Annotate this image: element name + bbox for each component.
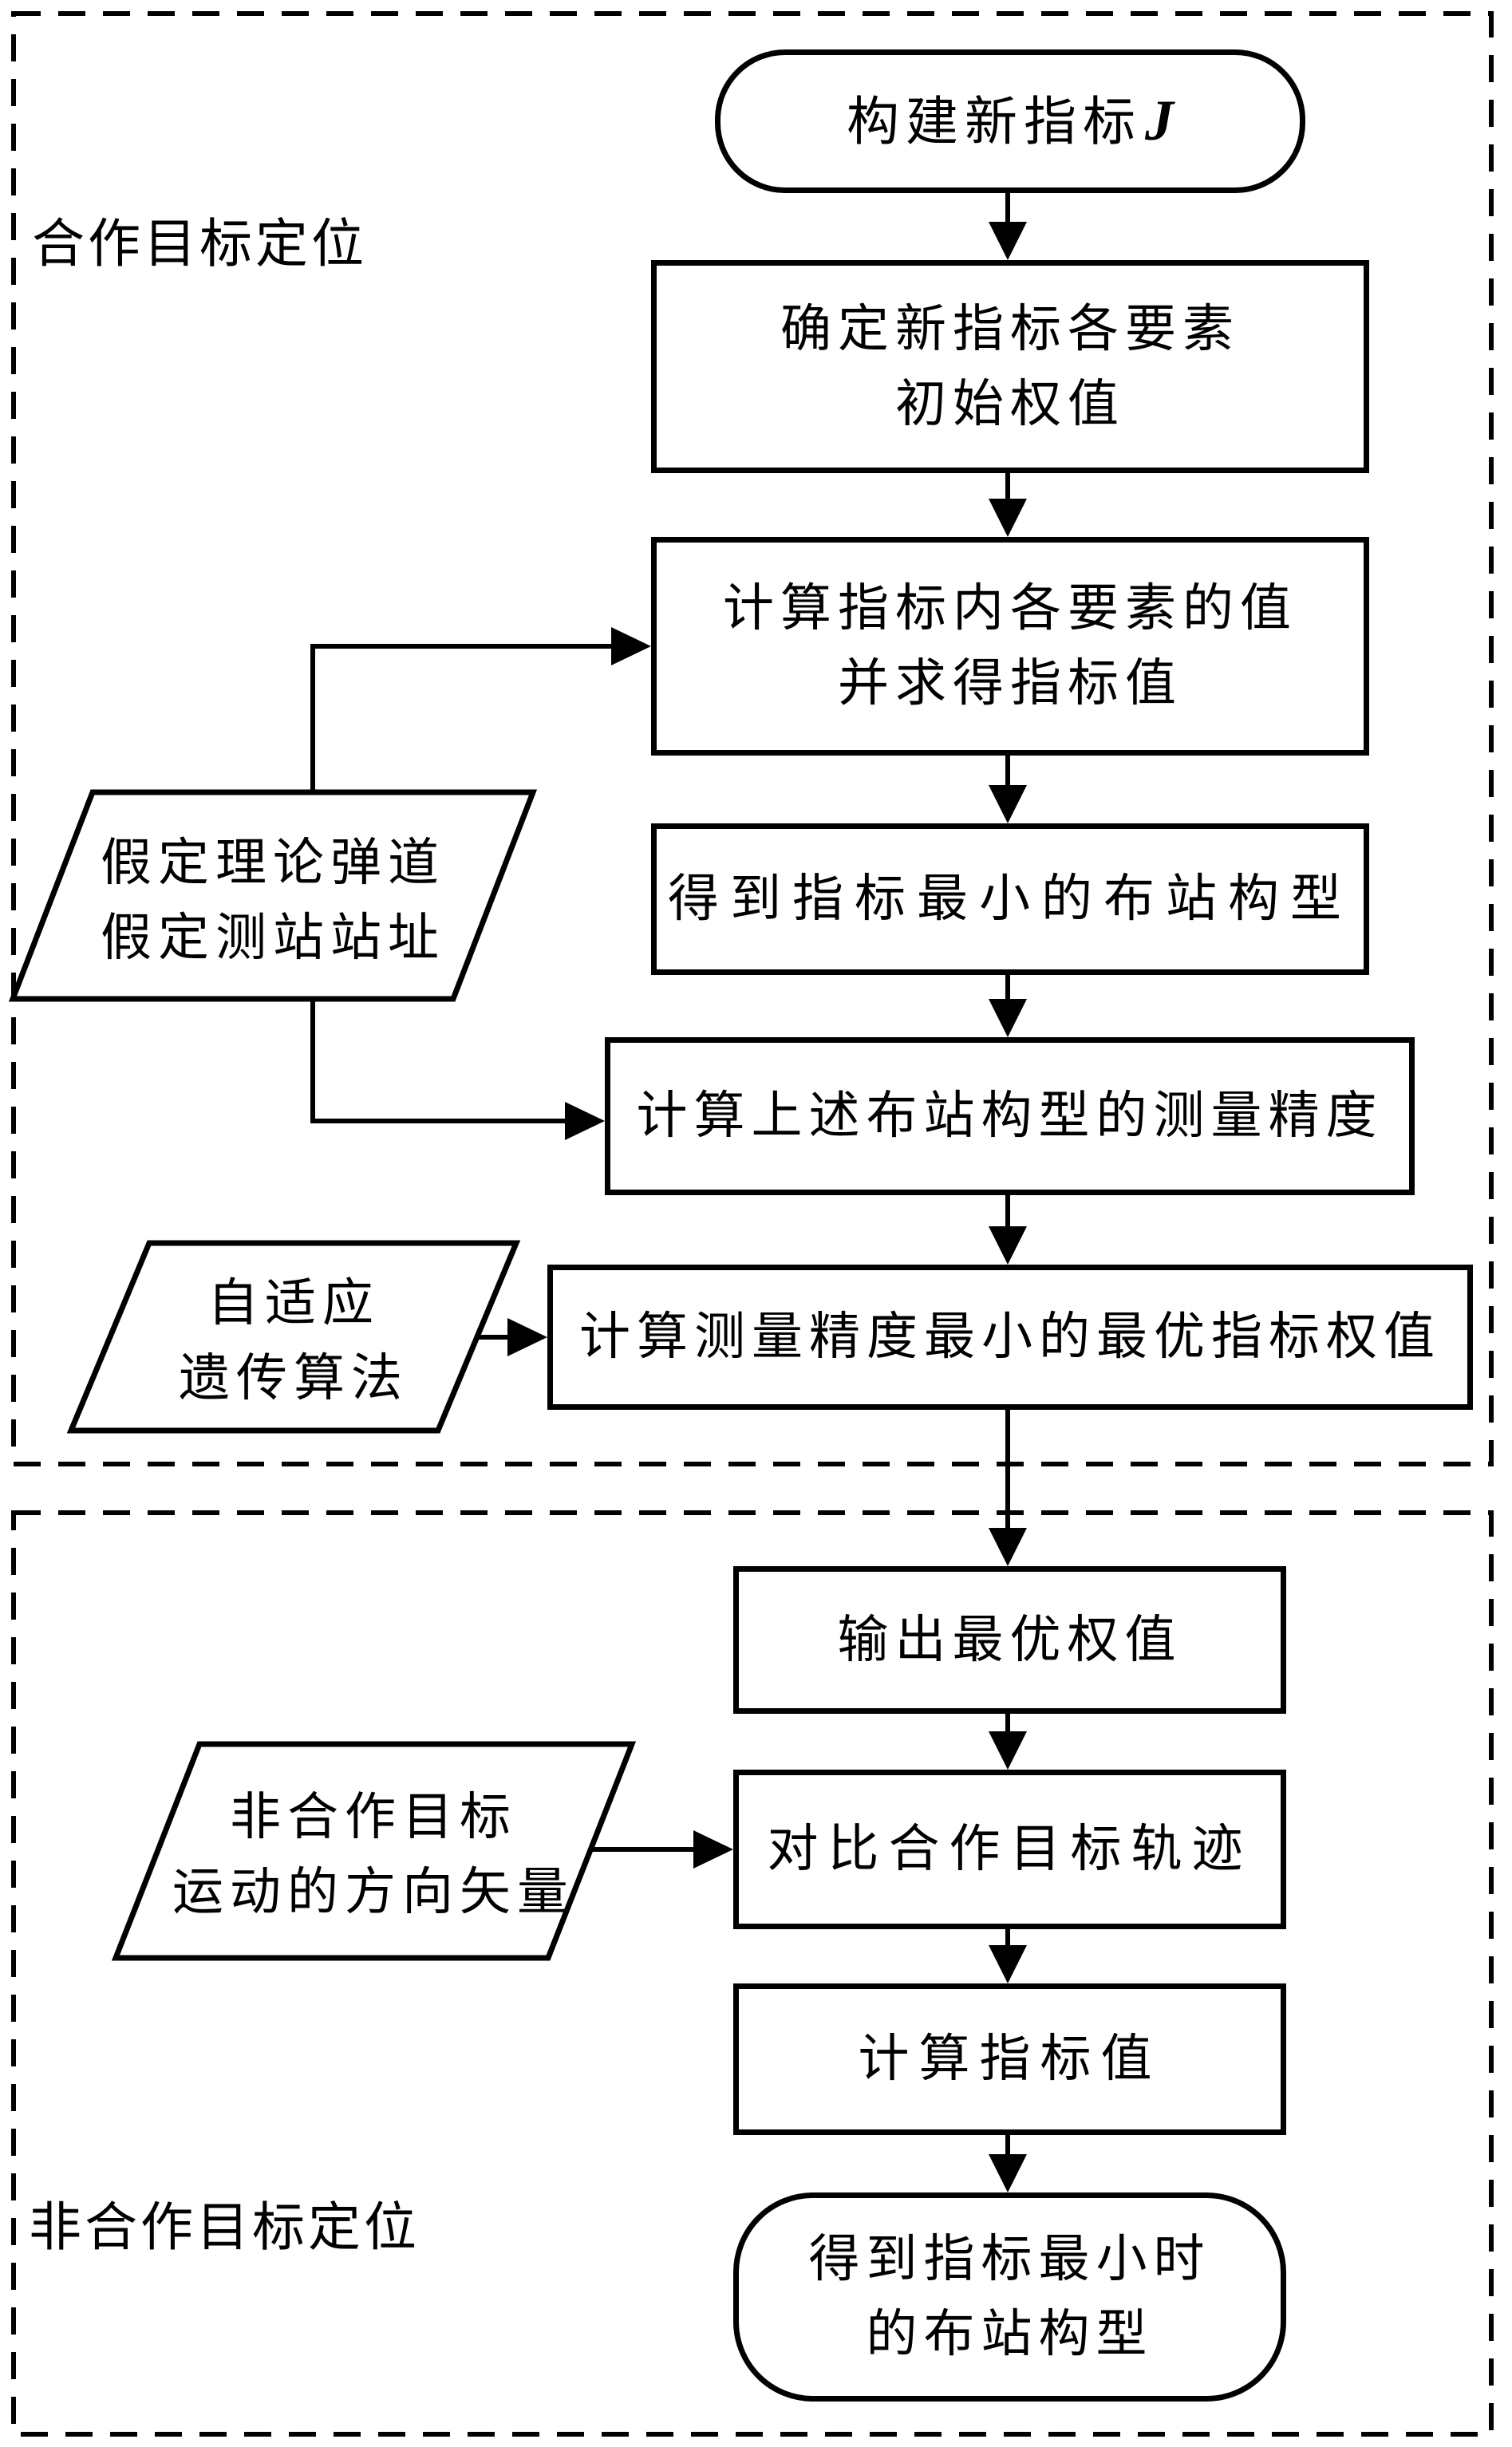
connector-assume-to-calc-elements	[310, 644, 611, 792]
non-cooperative-section-label: 非合作目标定位	[29, 2199, 420, 2257]
arrowhead-output-to-compare	[989, 1731, 1027, 1770]
cooperative-section-label: 合作目标定位	[32, 215, 367, 274]
assume-input-shape	[8, 789, 538, 1002]
arrow-heads	[989, 222, 1027, 2192]
node-noncoop-input-line1: 非合作目标	[230, 1789, 517, 1845]
node-start: 构建新指标J	[715, 49, 1305, 193]
node-calc-element-values-line1: 计算指标内各要素的值	[723, 580, 1297, 637]
node-calc-element-values-line2: 并求得指标值	[838, 655, 1182, 712]
node-init-weights: 确定新指标各要素 初始权值	[651, 260, 1369, 473]
node-noncoop-input-line2: 运动的方向矢量	[172, 1864, 574, 1920]
node-calc-accuracy: 计算上述布站构型的测量精度	[605, 1037, 1415, 1195]
connector-assume-to-accuracy	[310, 999, 565, 1123]
node-assume-input-line2: 假定测站站址	[101, 910, 445, 966]
node-start-text: 构建新指标J	[847, 88, 1174, 152]
node-init-weights-line2: 初始权值	[895, 375, 1125, 432]
node-init-weights-line1: 确定新指标各要素	[780, 300, 1240, 357]
arrowhead-assume-to-calc-elements	[611, 627, 651, 665]
node-calc-optimal-weights: 计算测量精度最小的最优指标权值	[547, 1265, 1473, 1410]
arrowhead-ga-to-opt-weights	[507, 1318, 547, 1356]
arrowhead-noncoop-input-to-compare	[693, 1830, 733, 1869]
arrowhead-calc-elements-to-min-layout	[989, 785, 1027, 823]
noncoop-input-shape	[111, 1741, 637, 1961]
arrowhead-accuracy-to-opt-weights	[989, 1226, 1027, 1265]
node-calc-optimal-weights-text: 计算测量精度最小的最优指标权值	[579, 1308, 1441, 1365]
node-compare-trajectory: 对比合作目标轨迹	[733, 1770, 1286, 1929]
node-end-line1: 得到指标最小时	[808, 2231, 1211, 2287]
node-end-line2: 的布站构型	[866, 2306, 1154, 2362]
arrowhead-calc-index-to-end	[989, 2154, 1027, 2192]
node-end: 得到指标最小时 的布站构型	[733, 2192, 1286, 2402]
node-adaptive-ga-line1: 自适应	[207, 1275, 380, 1332]
node-calc-accuracy-text: 计算上述布站构型的测量精度	[636, 1087, 1384, 1144]
node-calc-element-values: 计算指标内各要素的值 并求得指标值	[651, 537, 1369, 756]
non-cooperative-section-border	[11, 1510, 1494, 2437]
node-calc-index-value-text: 计算指标值	[858, 2031, 1162, 2087]
node-compare-trajectory-text: 对比合作目标轨迹	[767, 1821, 1253, 1877]
arrowhead-min-layout-to-accuracy	[989, 999, 1027, 1037]
node-assume-input-line1: 假定理论弹道	[101, 835, 445, 891]
index-j-symbol: J	[1145, 88, 1174, 152]
node-output-weights: 输出最优权值	[733, 1566, 1286, 1714]
arrowhead-init-to-calc-elements	[989, 499, 1027, 537]
arrowhead-opt-weights-to-output	[989, 1528, 1027, 1566]
adaptive-ga-shape	[66, 1240, 521, 1434]
arrowhead-start-to-init	[989, 222, 1027, 260]
node-output-weights-text: 输出最优权值	[837, 1611, 1182, 1668]
node-min-index-layout: 得到指标最小的布站构型	[651, 823, 1369, 975]
node-adaptive-ga-line2: 遗传算法	[179, 1350, 409, 1407]
node-calc-index-value: 计算指标值	[733, 1983, 1286, 2135]
node-min-index-layout-text: 得到指标最小的布站构型	[668, 870, 1352, 927]
arrowhead-assume-to-accuracy	[565, 1102, 605, 1140]
cooperative-section-border	[11, 11, 1494, 1466]
arrowhead-compare-to-calc-index	[989, 1945, 1027, 1983]
